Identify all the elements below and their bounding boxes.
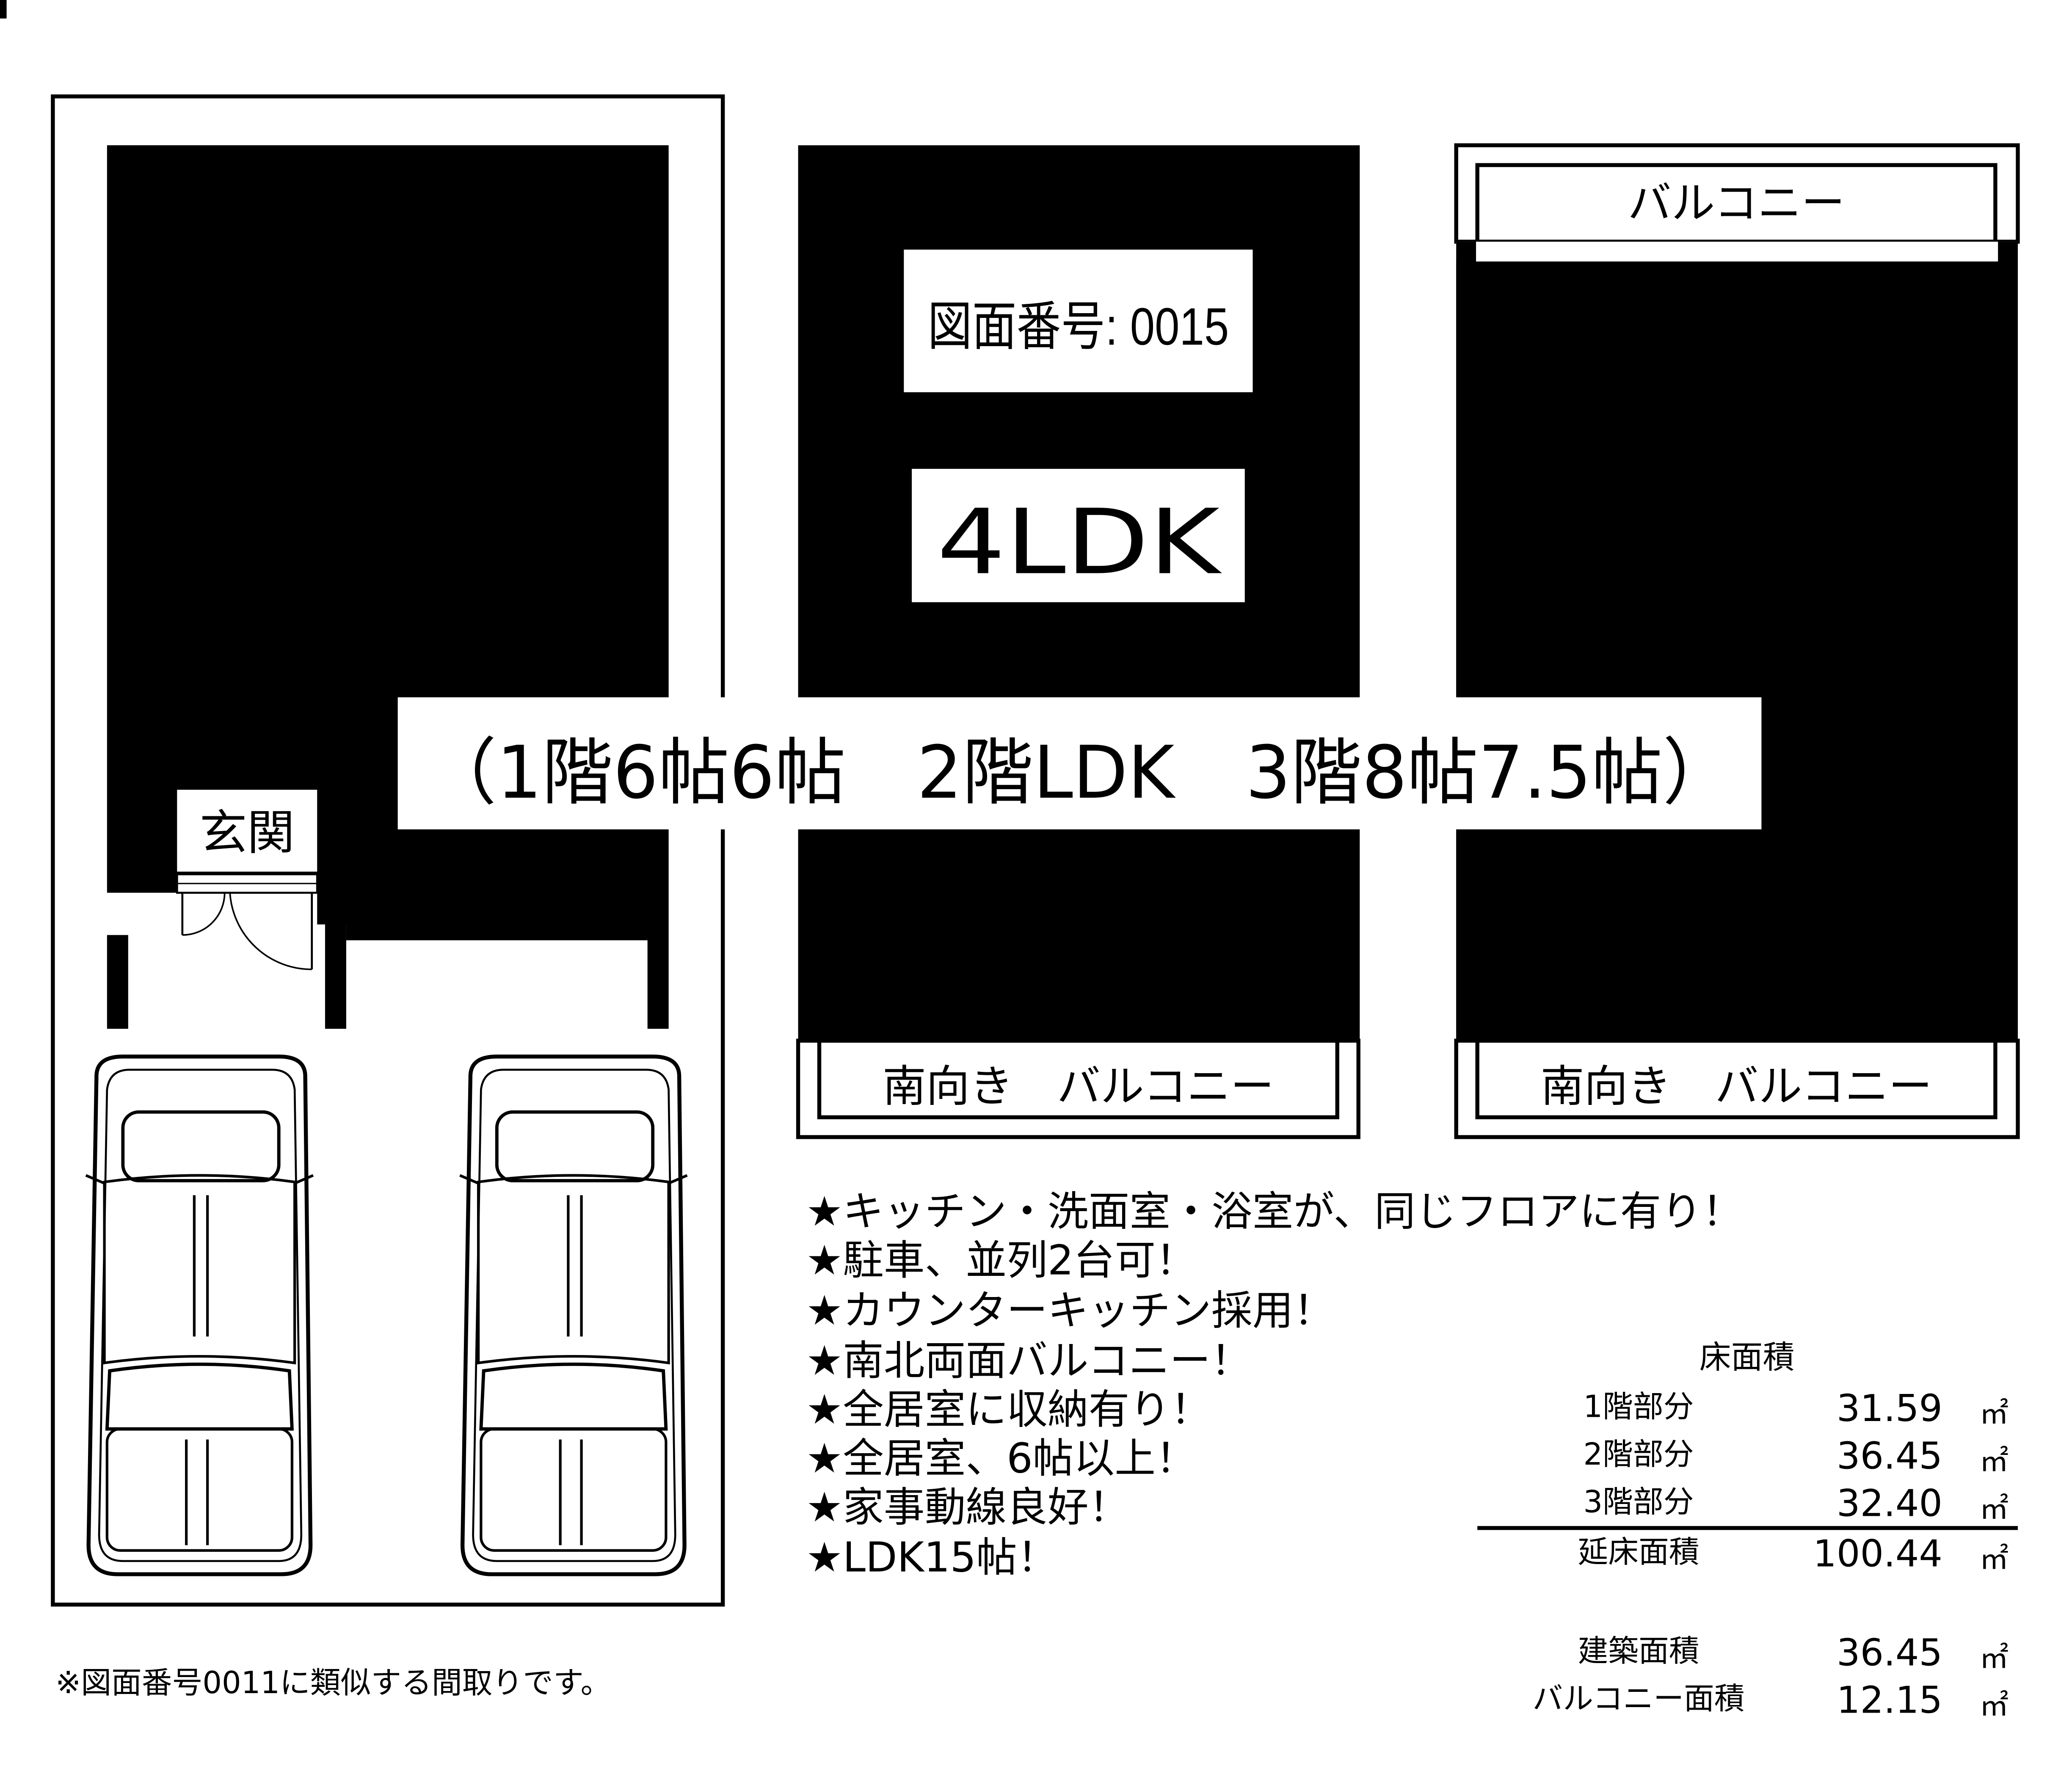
building-area-value: 36.45: [1837, 1631, 1942, 1674]
area-row-label: 1階部分: [1584, 1389, 1694, 1424]
area-row-unit: ㎡: [1979, 1397, 2009, 1431]
floor-3-plan: バルコニー 南向き バルコニー: [1454, 143, 2020, 1139]
similar-plan-note: ※図面番号0011に類似する間取りです。: [55, 1665, 611, 1700]
feature-item: ★全居室に収納有り！: [806, 1385, 1211, 1433]
building-area-label: 建築面積: [1578, 1633, 1699, 1669]
area-table-header: 床面積: [1700, 1339, 1795, 1376]
entrance-label: 玄関: [199, 806, 295, 861]
feature-list: ★キッチン・洗面室・浴室が、同じフロアに有り！ ★駐車、並列2台可！ ★カウンタ…: [806, 1187, 1743, 1581]
feature-item: ★カウンターキッチン採用！: [806, 1286, 1334, 1334]
layout-type-box: [912, 468, 1245, 603]
feature-item: ★家事動線良好！: [806, 1483, 1129, 1531]
area-row-unit: ㎡: [1979, 1689, 2009, 1723]
layout-summary: （1階6帖6帖 2階LDK 3階8帖7.5帖）: [425, 731, 1734, 815]
feature-item: ★南北両面バルコニー！: [806, 1337, 1251, 1385]
plan-number-box: [904, 249, 1253, 392]
feature-item: ★駐車、並列2台可！: [806, 1237, 1196, 1284]
feature-item: ★全居室、6帖以上！: [806, 1435, 1196, 1482]
balcony-3f: [1454, 1038, 2020, 1139]
area-table: 床面積 1階部分 31.59 ㎡ 2階部分 36.45 ㎡ 3階部分 32.40…: [1477, 1339, 2018, 1723]
balcony-2f: [796, 1038, 1360, 1139]
floor-3-rooms: [1456, 242, 2018, 1041]
area-row-value: 31.59: [1837, 1387, 1942, 1430]
area-row-unit: ㎡: [1979, 1445, 2009, 1479]
area-row-label: 2階部分: [1584, 1436, 1694, 1472]
area-total-label: 延床面積: [1578, 1534, 1699, 1570]
balcony-3f-label: 南向き バルコニー: [1540, 1061, 1932, 1112]
entrance-label-box: [177, 790, 317, 872]
layout-summary-box: [397, 697, 1762, 829]
layout-type: 4LDK: [937, 490, 1222, 595]
entrance-door: [176, 873, 318, 970]
area-row-value: 36.45: [1837, 1434, 1942, 1477]
car-icon: [459, 1054, 688, 1576]
plan-number: 図面番号: 0015: [928, 297, 1229, 356]
area-row-unit: ㎡: [1979, 1542, 2009, 1576]
parking-space: [85, 1054, 688, 1576]
balcony-2f-label: 南向き バルコニー: [883, 1061, 1274, 1112]
balcony-north-label: バルコニー: [1628, 178, 1845, 229]
feature-item: ★LDK15帖！: [806, 1534, 1058, 1581]
balcony-north: [1454, 143, 2020, 244]
balcony-area-value: 12.15: [1837, 1679, 1942, 1722]
area-row-value: 32.40: [1837, 1482, 1942, 1525]
area-total-value: 100.44: [1813, 1532, 1942, 1575]
feature-item: ★キッチン・洗面室・浴室が、同じフロアに有り！: [806, 1187, 1743, 1235]
site-boundary: [51, 94, 725, 1607]
car-icon: [85, 1054, 314, 1576]
area-row-label: 3階部分: [1584, 1484, 1694, 1519]
area-row-unit: ㎡: [1979, 1642, 2009, 1675]
balcony-area-label: バルコニー面積: [1533, 1680, 1745, 1716]
area-row-unit: ㎡: [1979, 1492, 2009, 1526]
